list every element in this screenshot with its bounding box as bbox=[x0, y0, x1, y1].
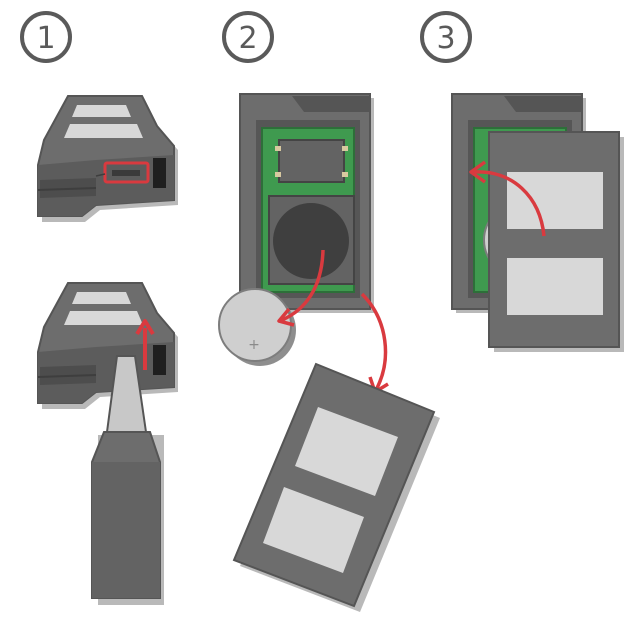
coin-battery: + bbox=[218, 288, 296, 366]
step-1-number: 1 bbox=[36, 21, 55, 56]
attach-cover-arrow bbox=[469, 160, 546, 237]
step-2-badge: 2 bbox=[222, 11, 274, 63]
battery-slot bbox=[273, 203, 349, 279]
cover-label-bottom bbox=[507, 258, 603, 315]
battery-plus-sign: + bbox=[248, 337, 260, 353]
cover-label-top bbox=[507, 172, 603, 229]
step-2-open-device bbox=[239, 93, 374, 313]
step-3-number: 3 bbox=[436, 21, 455, 56]
step-1-badge: 1 bbox=[20, 11, 72, 63]
side-port bbox=[153, 158, 166, 188]
pry-tool bbox=[91, 355, 164, 605]
cover-label-top bbox=[295, 407, 398, 496]
slot-opening bbox=[112, 170, 140, 176]
removed-back-cover bbox=[232, 362, 440, 612]
side-port bbox=[153, 345, 166, 375]
cover-label-bottom bbox=[263, 487, 364, 573]
remove-battery-arrow bbox=[277, 249, 325, 327]
step-3-back-cover bbox=[488, 131, 624, 352]
step-2-number: 2 bbox=[238, 21, 257, 56]
push-up-arrow bbox=[135, 319, 155, 370]
step-3-badge: 3 bbox=[420, 11, 472, 63]
slot-highlight bbox=[103, 161, 150, 184]
chip bbox=[278, 139, 345, 183]
step-1-device-top bbox=[37, 95, 178, 222]
step-1-device-bottom bbox=[37, 282, 178, 409]
